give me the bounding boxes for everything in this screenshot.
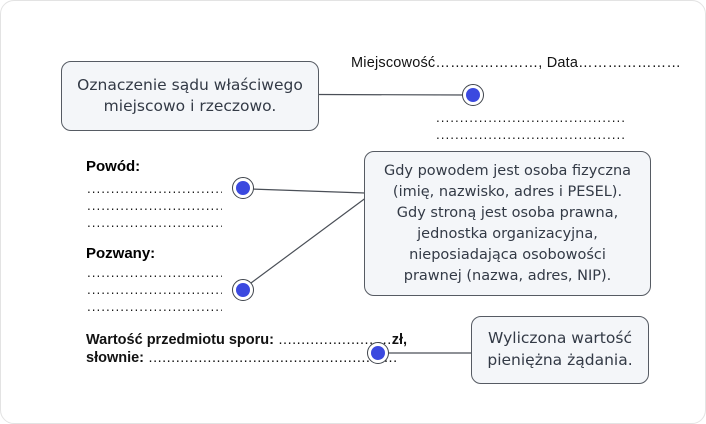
defendant-label: Pozwany: [86,245,156,262]
marker-dot-icon [371,346,385,360]
hotspot-marker-plaintiff[interactable] [232,177,254,199]
marker-dot-icon [466,88,480,102]
connector-defendant-line [250,196,368,284]
defendant-dotted-line: ................................ [87,282,222,297]
claim-value-currency: zł, [391,332,408,348]
place-date-line: Miejscowość…………………, Data………………… [351,55,682,71]
claim-value-line: Wartość przedmiotu sporu: ..............… [86,332,407,348]
claim-value-words-line: słownie: ...............................… [86,350,398,366]
callout-parties-text: Gdy powodem jest osoba fizyczna (imię, n… [383,162,632,284]
marker-dot-icon [236,283,250,297]
connector-plaintiff-line [250,188,366,194]
marker-dot-icon [236,181,250,195]
plaintiff-dotted-line: ................................ [87,181,222,196]
hotspot-marker-defendant[interactable] [232,279,254,301]
plaintiff-label: Powód: [86,158,141,175]
claim-value-words-label: słownie: [86,350,145,366]
court-address-dotted-line: ........................................… [436,127,626,142]
claim-value-dots: ......................... [273,332,392,348]
callout-parties: Gdy powodem jest osoba fizyczna (imię, n… [364,151,651,296]
callout-court: Oznaczenie sądu właściwego miejscowo i r… [61,61,319,131]
court-address-dotted-line: ........................................… [436,110,626,125]
defendant-dotted-line: ................................ [87,299,222,314]
callout-court-text: Oznaczenie sądu właściwego miejscowo i r… [77,76,303,115]
plaintiff-dotted-line: ................................ [87,198,222,213]
defendant-dotted-line: ................................ [87,265,222,280]
hotspot-marker-court[interactable] [462,84,484,106]
plaintiff-dotted-line: ................................ [87,215,222,230]
callout-value-text: Wyliczona wartość pieniężna żądania. [487,329,633,369]
claim-value-label: Wartość przedmiotu sporu: [86,332,274,348]
claim-value-words-dots: ........................................… [144,350,398,366]
connector-court-line [318,93,467,96]
hotspot-marker-value[interactable] [367,342,389,364]
callout-value: Wyliczona wartość pieniężna żądania. [471,316,649,384]
